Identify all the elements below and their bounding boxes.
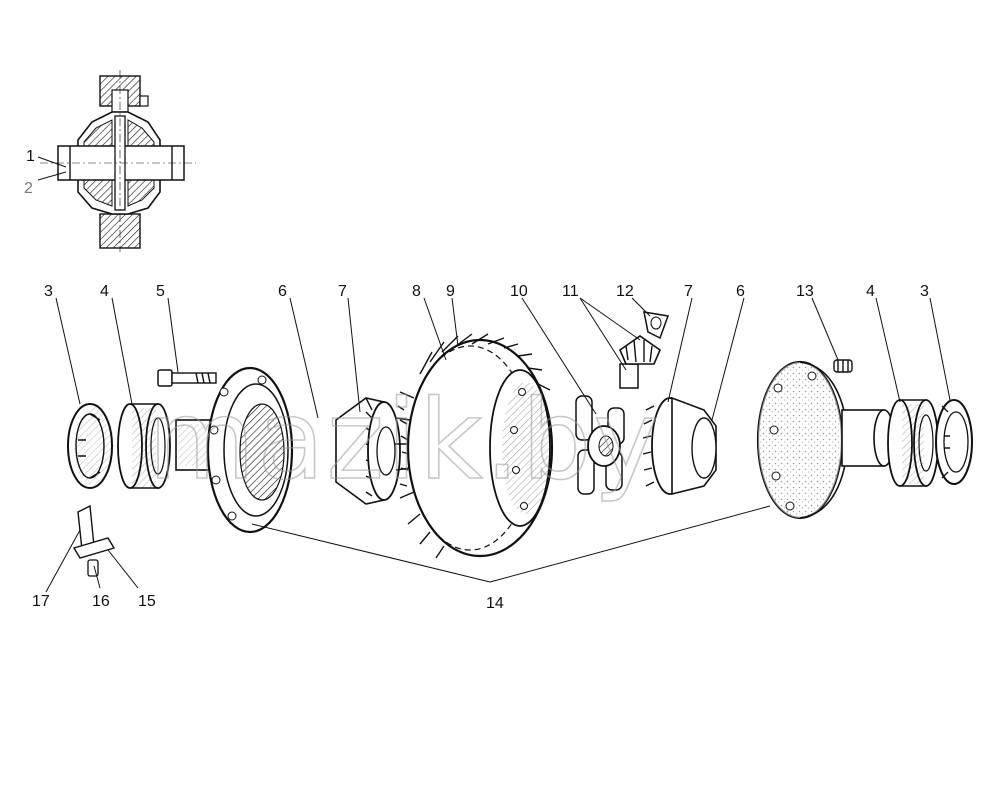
callout-5: 5 [156, 283, 165, 300]
callout-labels: 3 4 5 6 7 8 9 10 11 12 7 6 13 4 3 17 16 … [32, 283, 929, 612]
callout-6-right: 6 [736, 283, 745, 300]
callout-8: 8 [412, 283, 421, 300]
spider-cross [575, 395, 625, 495]
callout-11: 11 [562, 283, 579, 300]
callout-7-left: 7 [338, 283, 347, 300]
callout-4-right: 4 [866, 283, 875, 300]
callout-12: 12 [616, 283, 634, 300]
callout-7-right: 7 [684, 283, 693, 300]
callout-13: 13 [796, 283, 814, 300]
callout-15: 15 [138, 593, 156, 610]
callout-6-left: 6 [278, 283, 287, 300]
side-gear-left [335, 397, 410, 505]
bearing-left [117, 403, 171, 489]
thrust-washer [643, 311, 670, 340]
side-gear-right [642, 396, 717, 496]
callout-3-right: 3 [920, 283, 929, 300]
callout-16: 16 [92, 593, 110, 610]
lock-plate [72, 504, 116, 577]
callout-14: 14 [486, 595, 504, 612]
inset-label-1: 1 [26, 148, 35, 165]
watermark-text: mazik.by [148, 376, 660, 504]
callout-10: 10 [510, 283, 528, 300]
ring-nut-right [935, 399, 973, 485]
leader-lines [45, 297, 951, 593]
diff-case-right-half [756, 360, 895, 520]
plug-screw [833, 359, 853, 373]
ring-gear [394, 333, 554, 559]
callout-3-left: 3 [44, 283, 53, 300]
bearing-ring-left [67, 403, 114, 489]
callout-4-left: 4 [100, 283, 109, 300]
pinion-gear [619, 335, 661, 389]
inset-label-2: 2 [24, 180, 33, 197]
diff-case-left-half [175, 366, 294, 534]
section-inset: 1 2 [24, 70, 196, 252]
callout-17: 17 [32, 593, 50, 610]
bearing-right [887, 399, 939, 487]
callout-9: 9 [446, 283, 455, 300]
bolt [157, 369, 217, 387]
